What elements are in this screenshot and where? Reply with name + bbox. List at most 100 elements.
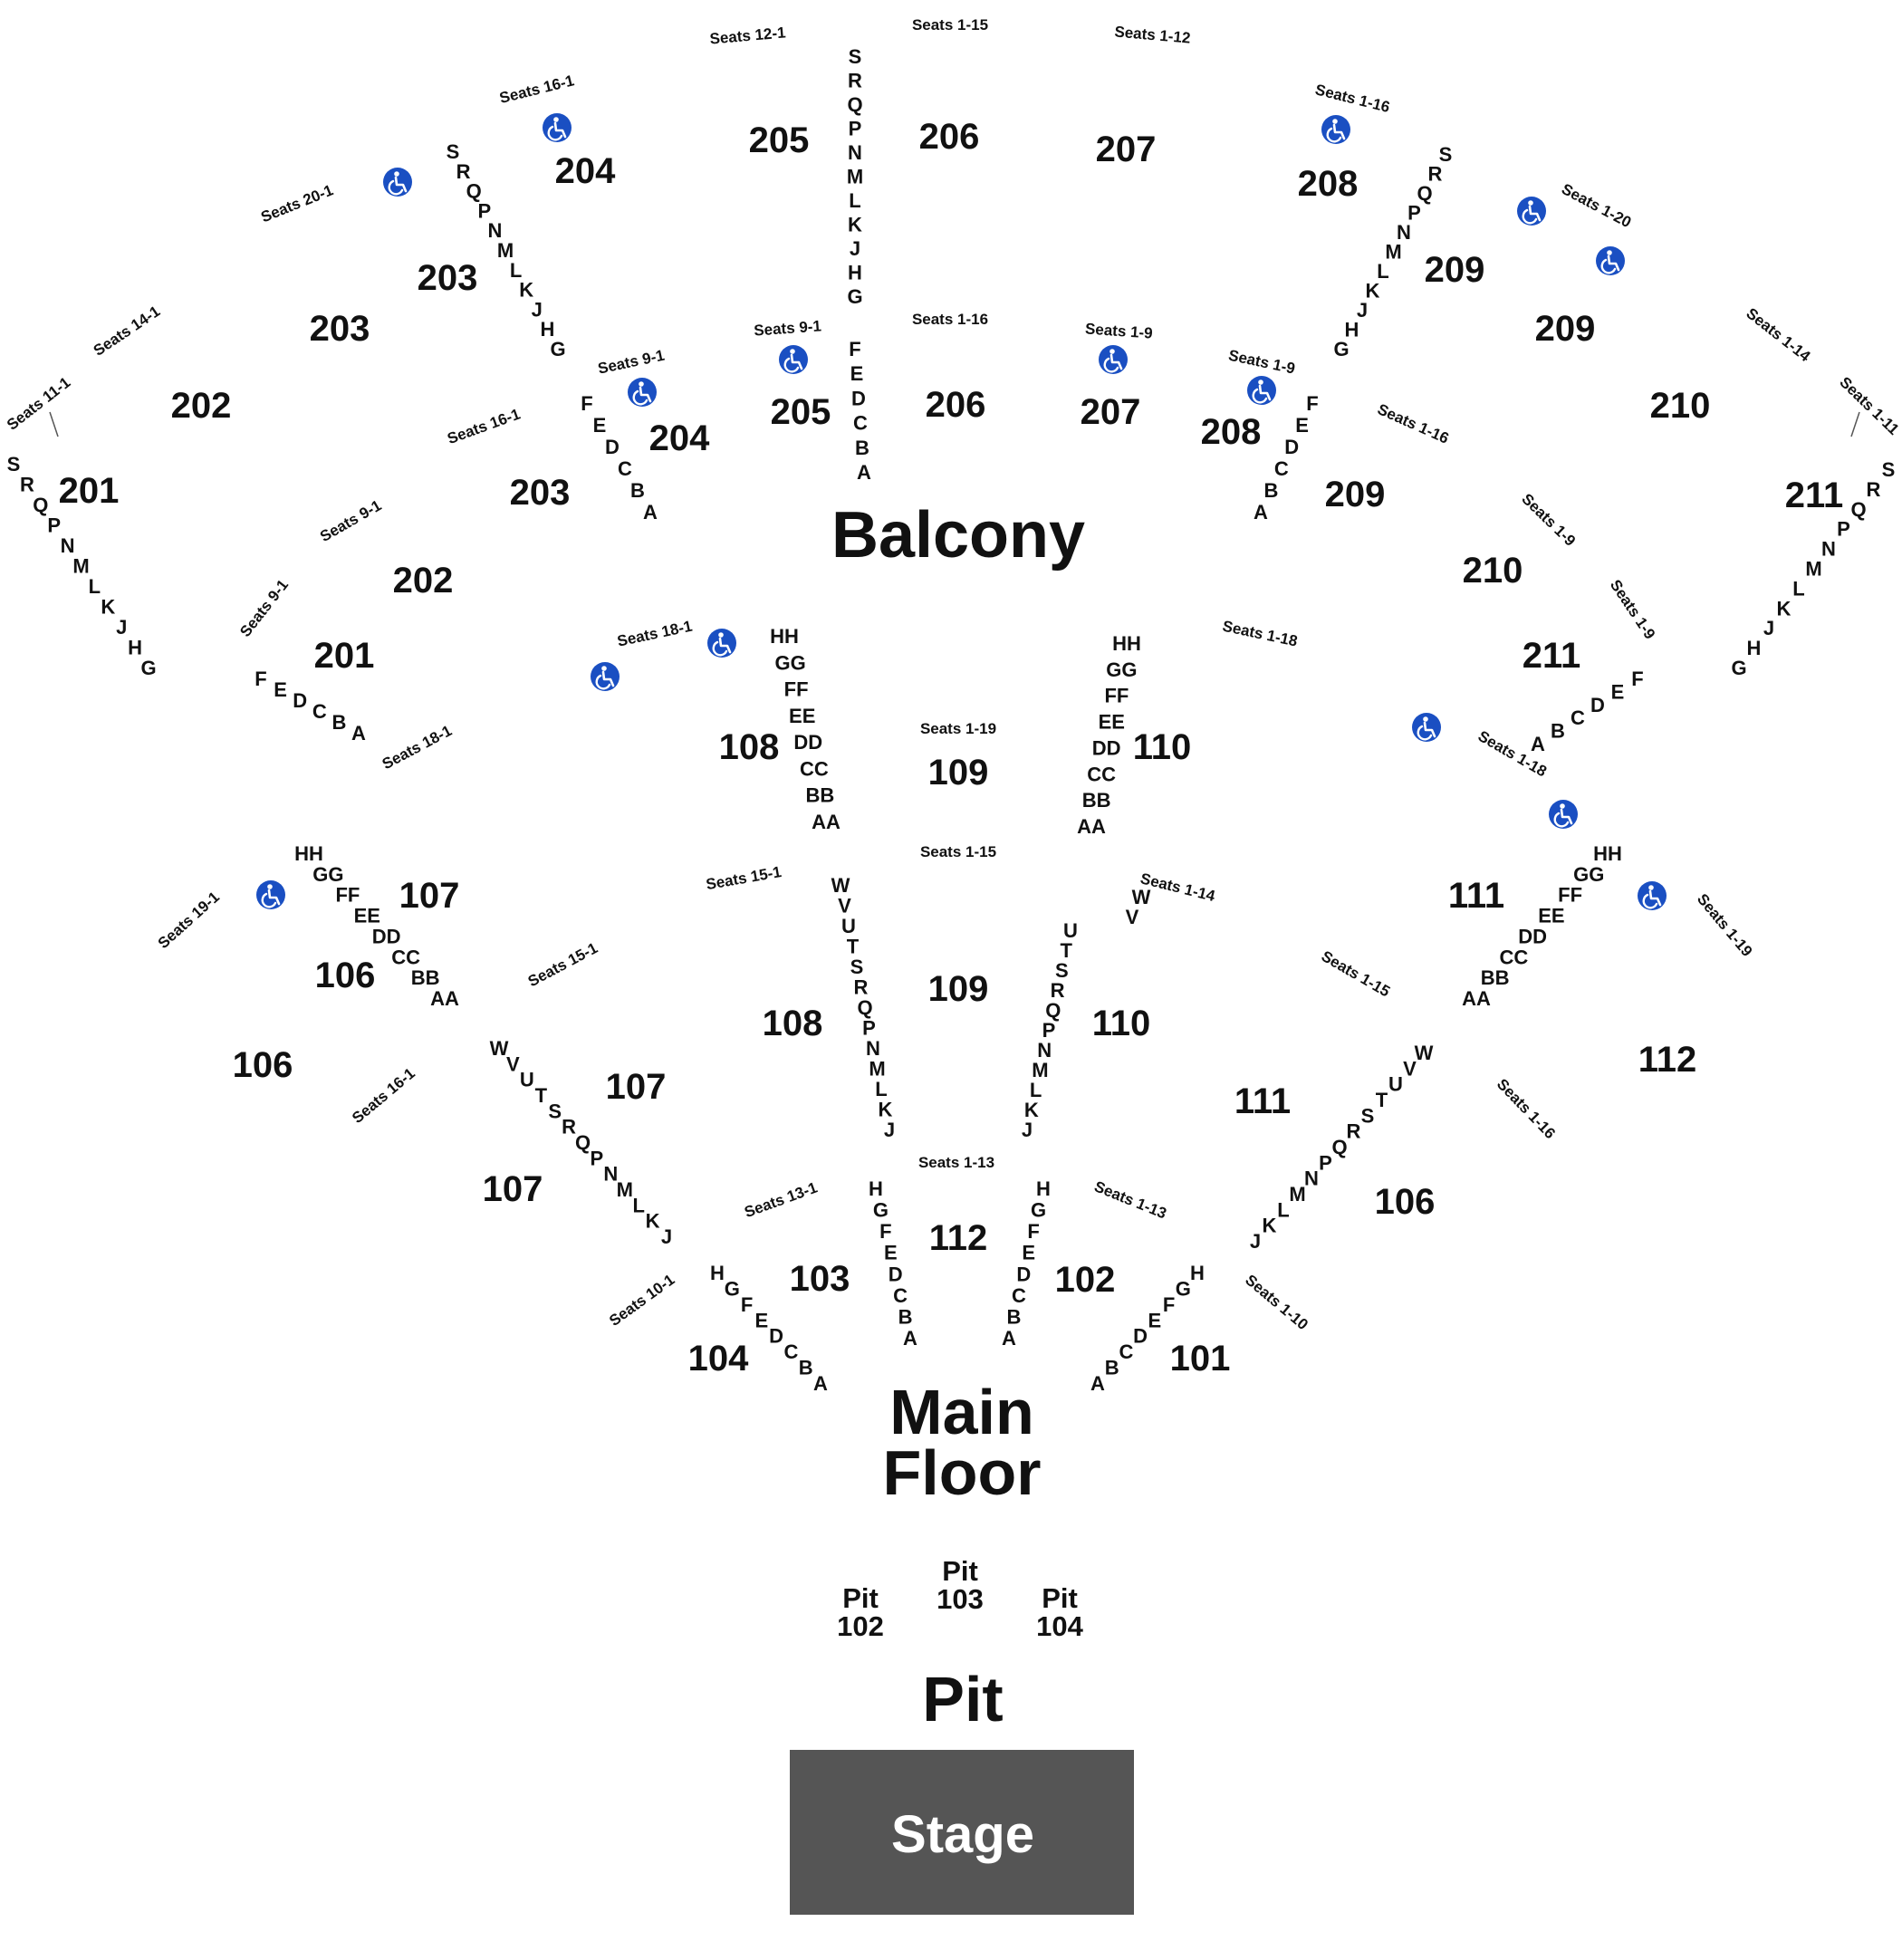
- pit-label: Pit: [922, 1664, 1003, 1734]
- row-label: U: [520, 1069, 534, 1091]
- section-108[interactable]: 108: [719, 727, 780, 767]
- section-205[interactable]: 205: [771, 392, 831, 432]
- section-209[interactable]: 209: [1535, 309, 1596, 349]
- row-label: L: [849, 189, 860, 212]
- pit-section-102[interactable]: 102: [837, 1610, 884, 1642]
- seat-range-label: Seats 10-1: [606, 1271, 677, 1330]
- row-label: A: [1531, 733, 1545, 755]
- row-label: EE: [789, 705, 815, 727]
- section-101[interactable]: 101: [1170, 1339, 1231, 1379]
- row-label: M: [1032, 1059, 1048, 1081]
- row-label: L: [1030, 1079, 1042, 1101]
- row-label: G: [140, 657, 156, 679]
- section-210[interactable]: 210: [1463, 551, 1523, 591]
- seat-range-label: Seats 9-1: [317, 496, 384, 545]
- pit-section-103[interactable]: 103: [937, 1583, 984, 1615]
- row-label: P: [1319, 1151, 1332, 1174]
- section-211[interactable]: 211: [1523, 636, 1581, 676]
- section-203[interactable]: 203: [510, 473, 571, 513]
- row-label: W: [1132, 886, 1151, 908]
- section-207[interactable]: 207: [1096, 130, 1157, 169]
- section-204[interactable]: 204: [649, 418, 710, 458]
- section-204[interactable]: 204: [555, 151, 616, 191]
- section-106[interactable]: 106: [1375, 1182, 1436, 1222]
- row-label: Q: [1045, 999, 1061, 1022]
- row-label: R: [1347, 1120, 1361, 1143]
- seat-range-label: Seats 1-15: [920, 843, 996, 860]
- pit-section-102[interactable]: Pit: [842, 1582, 879, 1614]
- section-203[interactable]: 203: [310, 309, 370, 349]
- section-206[interactable]: 206: [926, 385, 986, 425]
- row-label: S: [1055, 959, 1069, 982]
- section-206[interactable]: 206: [919, 117, 980, 157]
- section-208[interactable]: 208: [1298, 164, 1359, 204]
- row-label: E: [1295, 414, 1309, 437]
- seat-range-label: Seats 1-13: [918, 1154, 994, 1171]
- section-104[interactable]: 104: [688, 1339, 749, 1379]
- section-209[interactable]: 209: [1325, 475, 1386, 514]
- seat-range-label: Seats 19-1: [155, 889, 223, 952]
- section-210[interactable]: 210: [1650, 386, 1711, 426]
- section-108[interactable]: 108: [763, 1004, 823, 1043]
- section-103[interactable]: 103: [790, 1259, 850, 1299]
- section-107[interactable]: 107: [606, 1067, 667, 1107]
- row-label: R: [562, 1116, 576, 1139]
- section-202[interactable]: 202: [171, 386, 232, 426]
- seat-range-label: Seats 16-1: [349, 1064, 418, 1127]
- section-110[interactable]: 110: [1092, 1004, 1151, 1043]
- wheelchair-icon: [256, 880, 285, 909]
- section-112[interactable]: 112: [929, 1218, 988, 1258]
- row-label: M: [847, 166, 863, 188]
- section-110[interactable]: 110: [1133, 727, 1192, 767]
- wheelchair-icon: [1549, 800, 1578, 829]
- section-111[interactable]: 111: [1234, 1081, 1291, 1121]
- row-label: S: [447, 140, 460, 163]
- row-label: J: [1357, 299, 1368, 322]
- section-201[interactable]: 201: [59, 471, 120, 511]
- row-label: P: [1042, 1019, 1056, 1042]
- row-label: B: [898, 1305, 913, 1328]
- row-label: G: [873, 1199, 889, 1222]
- pit-section-104[interactable]: 104: [1036, 1610, 1083, 1642]
- row-label: H: [710, 1262, 725, 1284]
- section-107[interactable]: 107: [483, 1169, 543, 1209]
- section-209[interactable]: 209: [1425, 250, 1485, 290]
- section-107[interactable]: 107: [399, 876, 460, 916]
- row-label: T: [1060, 939, 1072, 962]
- row-label: FF: [1104, 685, 1129, 707]
- wheelchair-icon: [591, 662, 620, 691]
- row-label: N: [1037, 1039, 1052, 1062]
- row-label: B: [1006, 1305, 1021, 1328]
- row-label: T: [1376, 1089, 1388, 1111]
- row-label: A: [1090, 1372, 1105, 1395]
- row-label: K: [879, 1099, 893, 1121]
- row-label: C: [893, 1284, 908, 1307]
- main-floor-label: Main: [889, 1377, 1033, 1447]
- row-label: D: [1590, 694, 1605, 716]
- section-106[interactable]: 106: [315, 956, 376, 995]
- section-109[interactable]: 109: [928, 753, 989, 793]
- row-label: J: [884, 1119, 895, 1141]
- section-106[interactable]: 106: [233, 1045, 293, 1085]
- section-205[interactable]: 205: [749, 120, 810, 160]
- section-201[interactable]: 201: [314, 636, 375, 676]
- seat-range-label: Seats 1-19: [1694, 890, 1756, 960]
- section-203[interactable]: 203: [418, 258, 478, 298]
- pit-section-104[interactable]: Pit: [1042, 1582, 1078, 1614]
- row-label: R: [854, 976, 869, 999]
- pit-section-103[interactable]: Pit: [942, 1555, 978, 1587]
- section-102[interactable]: 102: [1055, 1260, 1116, 1300]
- section-211[interactable]: 211: [1785, 476, 1844, 515]
- section-207[interactable]: 207: [1081, 392, 1141, 432]
- section-208[interactable]: 208: [1201, 412, 1262, 452]
- seat-range-label: Seats 1-16: [912, 311, 988, 328]
- wheelchair-icon: [707, 629, 736, 658]
- row-label: L: [875, 1078, 887, 1100]
- section-202[interactable]: 202: [393, 561, 454, 600]
- section-111[interactable]: 111: [1448, 876, 1504, 916]
- row-label: CC: [391, 946, 420, 968]
- section-109[interactable]: 109: [928, 969, 989, 1009]
- row-label: AA: [1462, 987, 1491, 1010]
- section-112[interactable]: 112: [1638, 1040, 1697, 1080]
- row-label: G: [550, 338, 565, 360]
